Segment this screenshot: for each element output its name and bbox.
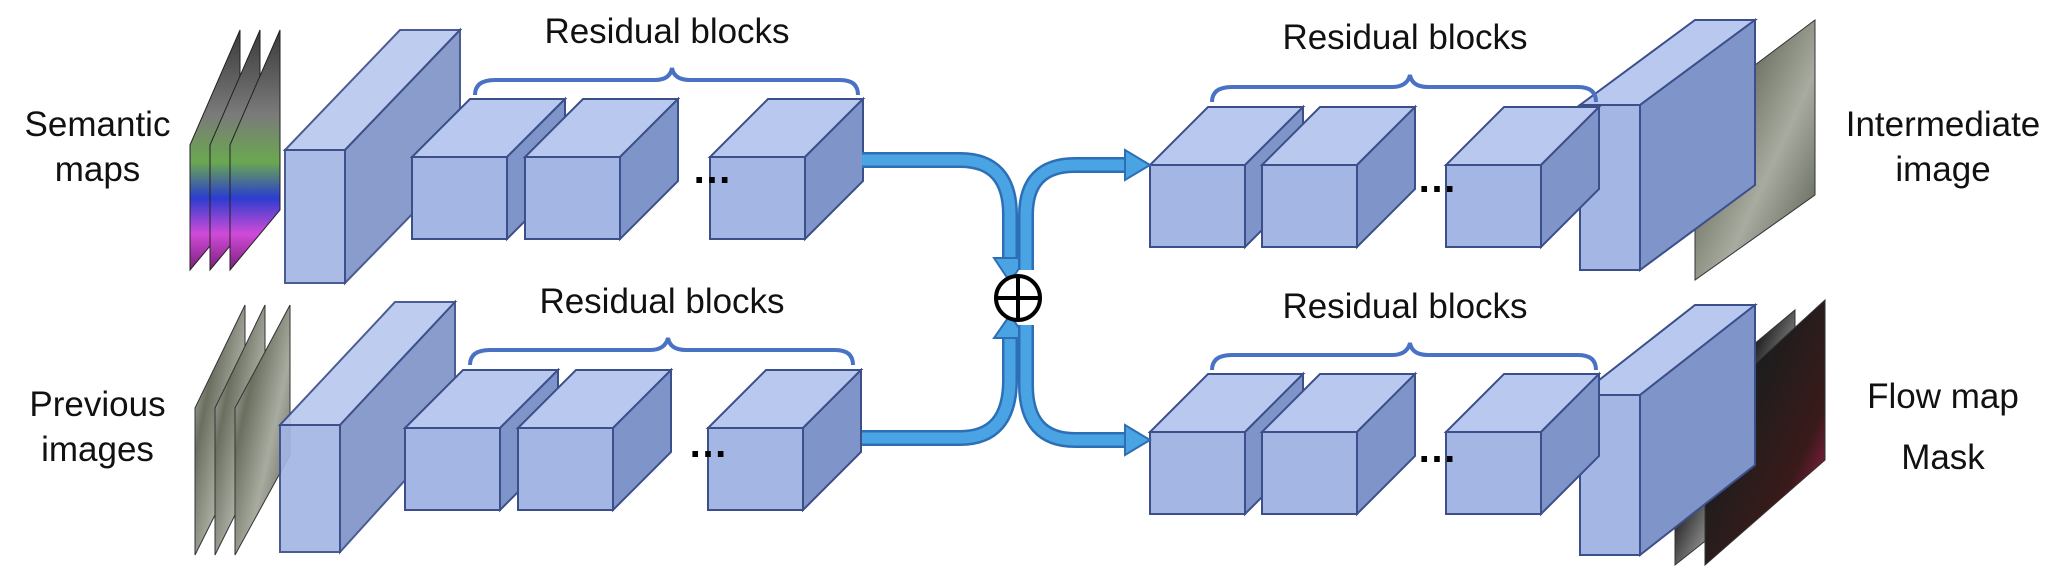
residual-block-bl-3 — [705, 367, 864, 513]
ellipsis-bottom-right: … — [1417, 427, 1457, 471]
residual-block-br-2 — [1259, 371, 1418, 517]
label-semantic: Semantic — [24, 105, 171, 144]
brace-bottom-right — [1210, 342, 1598, 371]
residual-block-tl-3 — [707, 96, 866, 242]
label-residual-blocks-bottom-left: Residual blocks — [539, 282, 785, 321]
ellipsis-top-left: … — [692, 148, 732, 192]
arrow-sum-to-flow-branch — [1018, 325, 1152, 457]
brace-top-left — [473, 67, 860, 96]
label-maps: maps — [54, 150, 141, 189]
label-images: images — [41, 430, 154, 469]
residual-block-bl-1 — [402, 367, 561, 513]
arrow-semantic-to-sum — [862, 152, 1028, 284]
residual-block-tl-2 — [522, 96, 681, 242]
label-residual-blocks-top-right: Residual blocks — [1282, 18, 1528, 57]
ellipsis-top-right: … — [1417, 157, 1457, 201]
encoder-slab-previous — [277, 299, 458, 555]
semantic-maps-stack — [189, 29, 281, 272]
ellipsis-bottom-left: … — [688, 422, 728, 466]
residual-block-br-3 — [1443, 371, 1602, 517]
residual-cubes — [402, 96, 1602, 517]
decoder-slab-flow — [1577, 302, 1758, 558]
previous-images-stack — [194, 304, 291, 556]
residual-block-tr-3 — [1443, 104, 1602, 250]
label-residual-blocks-top-left: Residual blocks — [544, 12, 790, 51]
brace-top-right — [1210, 74, 1598, 103]
combine-operator — [994, 274, 1042, 322]
flow-map-output — [1704, 298, 1826, 567]
brace-bottom-left — [468, 337, 855, 366]
arrow-sum-to-image-branch — [1018, 148, 1152, 270]
residual-block-tr-2 — [1259, 104, 1418, 250]
label-intermediate: Intermediate — [1845, 105, 2041, 144]
residual-block-bl-2 — [515, 367, 674, 513]
arrow-previous-to-sum — [862, 313, 1028, 446]
label-mask: Mask — [1901, 438, 1985, 477]
label-previous: Previous — [29, 385, 166, 424]
label-residual-blocks-bottom-right: Residual blocks — [1282, 287, 1528, 326]
label-flow-map: Flow map — [1867, 377, 2019, 416]
label-image: image — [1895, 150, 1991, 189]
